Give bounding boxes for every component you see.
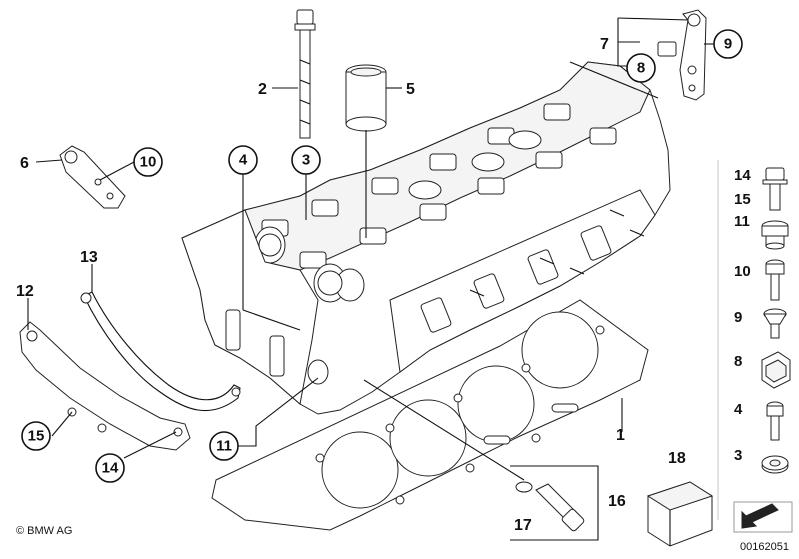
callout-14: 14 (102, 460, 119, 477)
diagram-number: 00162051 (740, 541, 789, 553)
spark-plug-sleeve (345, 64, 387, 132)
washer-icon (761, 455, 789, 474)
countersunk-screw-icon (763, 308, 787, 339)
sidebar-label-11: 11 (734, 213, 750, 230)
callout-15: 15 (28, 428, 45, 445)
callout-4: 4 (239, 152, 248, 169)
timing-cover-gasket (80, 291, 241, 412)
screw-plug-icon (761, 220, 789, 250)
head-bolt (294, 9, 316, 139)
clip-icon (761, 351, 791, 389)
hex-bolt-icon (766, 401, 784, 441)
callout-16: 16 (608, 493, 626, 510)
copyright-text: © BMW AG (16, 525, 72, 537)
arrow-icon (733, 501, 793, 533)
sidebar-label-9: 9 (734, 309, 742, 326)
sidebar-label-14: 14 (734, 167, 751, 184)
callout-10: 10 (140, 154, 157, 171)
lifting-bracket-left (59, 145, 126, 209)
sidebar-label-8: 8 (734, 353, 742, 370)
cylinder-head-gasket (211, 299, 649, 531)
callout-9: 9 (724, 36, 732, 53)
sidebar-label-10: 10 (734, 263, 751, 280)
callout-3: 3 (302, 152, 310, 169)
parts-box (646, 481, 714, 547)
callout-11: 11 (216, 438, 232, 455)
sensor-valve (515, 481, 585, 532)
cylinder-head (181, 61, 671, 415)
callout-13: 13 (80, 249, 98, 266)
bolt-flanged-icon (762, 167, 788, 211)
callout-17: 17 (514, 517, 532, 534)
timing-cover-plate (19, 321, 191, 451)
clip-small (657, 41, 677, 57)
sidebar-label-15: 15 (734, 191, 751, 208)
callout-8: 8 (637, 60, 645, 77)
callout-12: 12 (16, 283, 34, 300)
screw-icon (765, 259, 785, 301)
callout-5: 5 (406, 81, 415, 98)
callout-7: 7 (600, 36, 609, 53)
callout-1: 1 (616, 427, 625, 444)
sidebar-label-4: 4 (734, 401, 743, 418)
callout-18: 18 (668, 450, 686, 467)
lifting-bracket-right (679, 9, 707, 101)
parts-sidebar: 14 15 11 10 9 8 (717, 160, 793, 533)
leader-lines (27, 17, 714, 541)
callout-2: 2 (258, 81, 267, 98)
sidebar-label-3: 3 (734, 447, 742, 464)
callout-6: 6 (20, 155, 29, 172)
callout-labels: 1 2 3 4 5 6 7 8 9 10 11 12 13 14 15 16 1… (16, 29, 743, 534)
